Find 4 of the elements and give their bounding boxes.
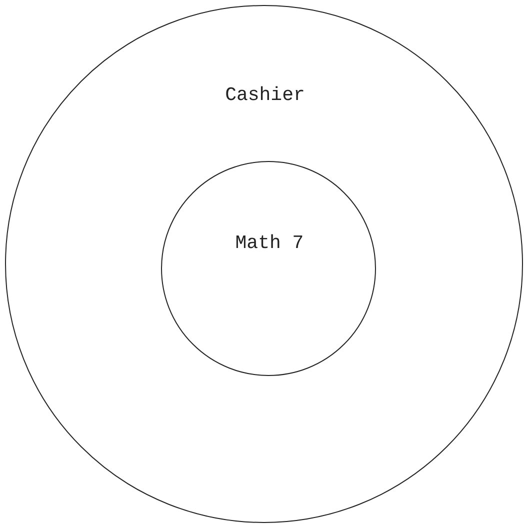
circle-label: Cashier (224, 84, 306, 106)
circle (5, 5, 523, 523)
circle (161, 161, 376, 376)
circle-label: Math 7 (234, 232, 305, 254)
